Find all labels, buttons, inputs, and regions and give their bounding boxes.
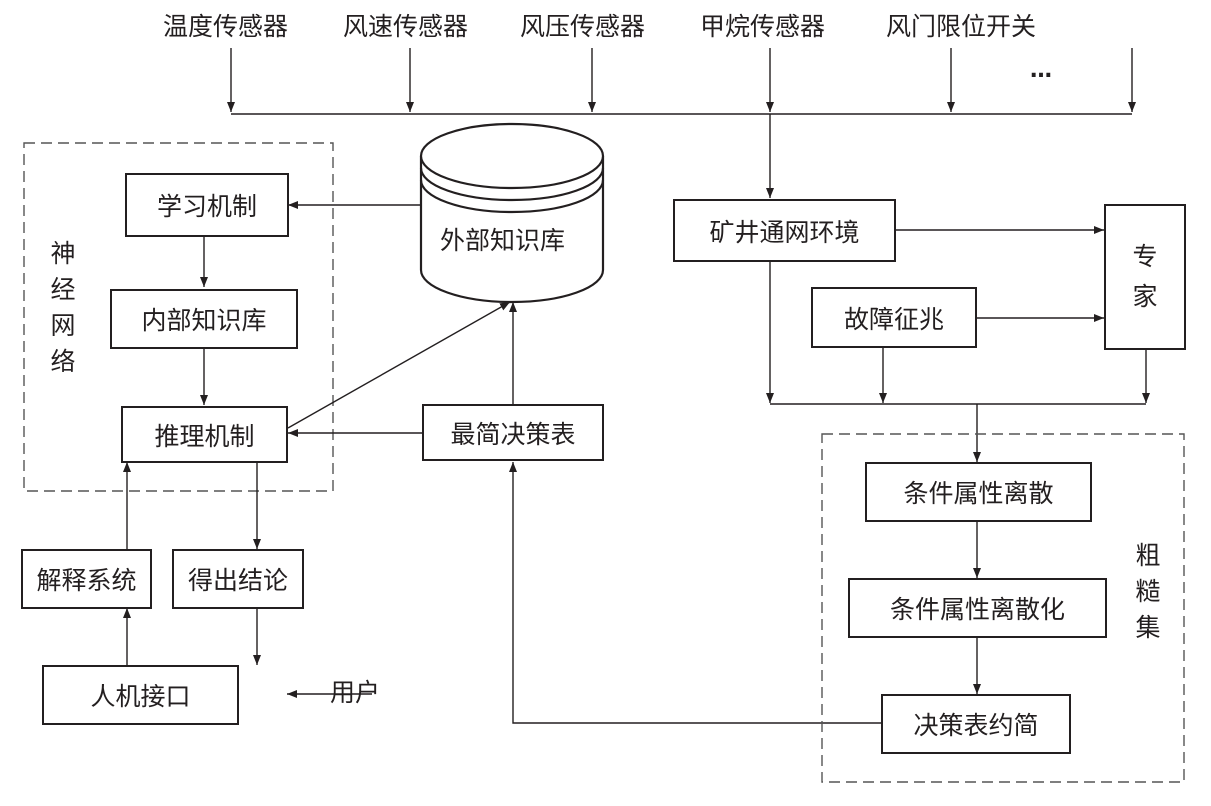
internal-kb-label: 内部知识库 [141,306,267,335]
sensor-label-wind-pressure: 风压传感器 [520,12,646,41]
internal-kb-node: 内部知识库 [110,289,298,349]
external-kb-label: 外部知识库 [440,226,566,255]
rough-set-label: 粗 糙 集 [1135,541,1161,642]
fault-symptom-node: 故障征兆 [811,287,977,348]
sensor-label-damper-switch: 风门限位开关 [886,12,1037,41]
mine-ventilation-env-label: 矿井通网环境 [709,217,860,247]
minimal-decision-table-node: 最简决策表 [422,404,604,461]
explanation-system-label: 解释系统 [36,566,137,595]
sensor-label-wind-speed: 风速传感器 [343,12,469,41]
explanation-system-node: 解释系统 [21,549,152,609]
human-machine-interface-node: 人机接口 [42,665,239,725]
reduction-to-table [509,462,881,724]
neural-network-label: 神 经 网 络 [50,239,76,376]
neural-network-group [23,142,334,492]
decision-table-reduction-label: 决策表约简 [913,711,1039,740]
attribute-discretization-node: 条件属性离散化 [848,578,1107,638]
attribute-discretization-label: 条件属性离散化 [889,595,1065,624]
mine-ventilation-env-node: 矿井通网环境 [673,199,896,262]
sensor-label-methane: 甲烷传感器 [700,12,826,41]
draw-conclusion-node: 得出结论 [172,549,304,609]
decision-table-reduction-node: 决策表约简 [881,694,1071,754]
user-label: 用户 [330,678,381,707]
minimal-decision-table-label: 最简决策表 [450,419,576,449]
attribute-discrete-label: 条件属性离散 [903,479,1054,508]
draw-conclusion-label: 得出结论 [187,566,288,595]
rough-set-group [821,433,1185,783]
sensor-label-temperature: 温度传感器 [163,12,289,41]
attribute-discrete-node: 条件属性离散 [865,462,1092,522]
inference-mechanism-label: 推理机制 [154,421,255,451]
external-kb-cylinder [419,122,605,304]
expert-label: 专 家 [1132,242,1158,311]
sensor-ellipsis: … [1030,58,1052,83]
inference-mechanism-node: 推理机制 [121,406,288,463]
learning-mechanism-label: 学习机制 [156,192,257,221]
inference-to-extkb [287,301,511,429]
fault-symptom-label: 故障征兆 [843,304,944,334]
learning-mechanism-node: 学习机制 [125,173,289,237]
expert-node: 专 家 [1104,204,1186,350]
human-machine-interface-label: 人机接口 [90,682,191,711]
